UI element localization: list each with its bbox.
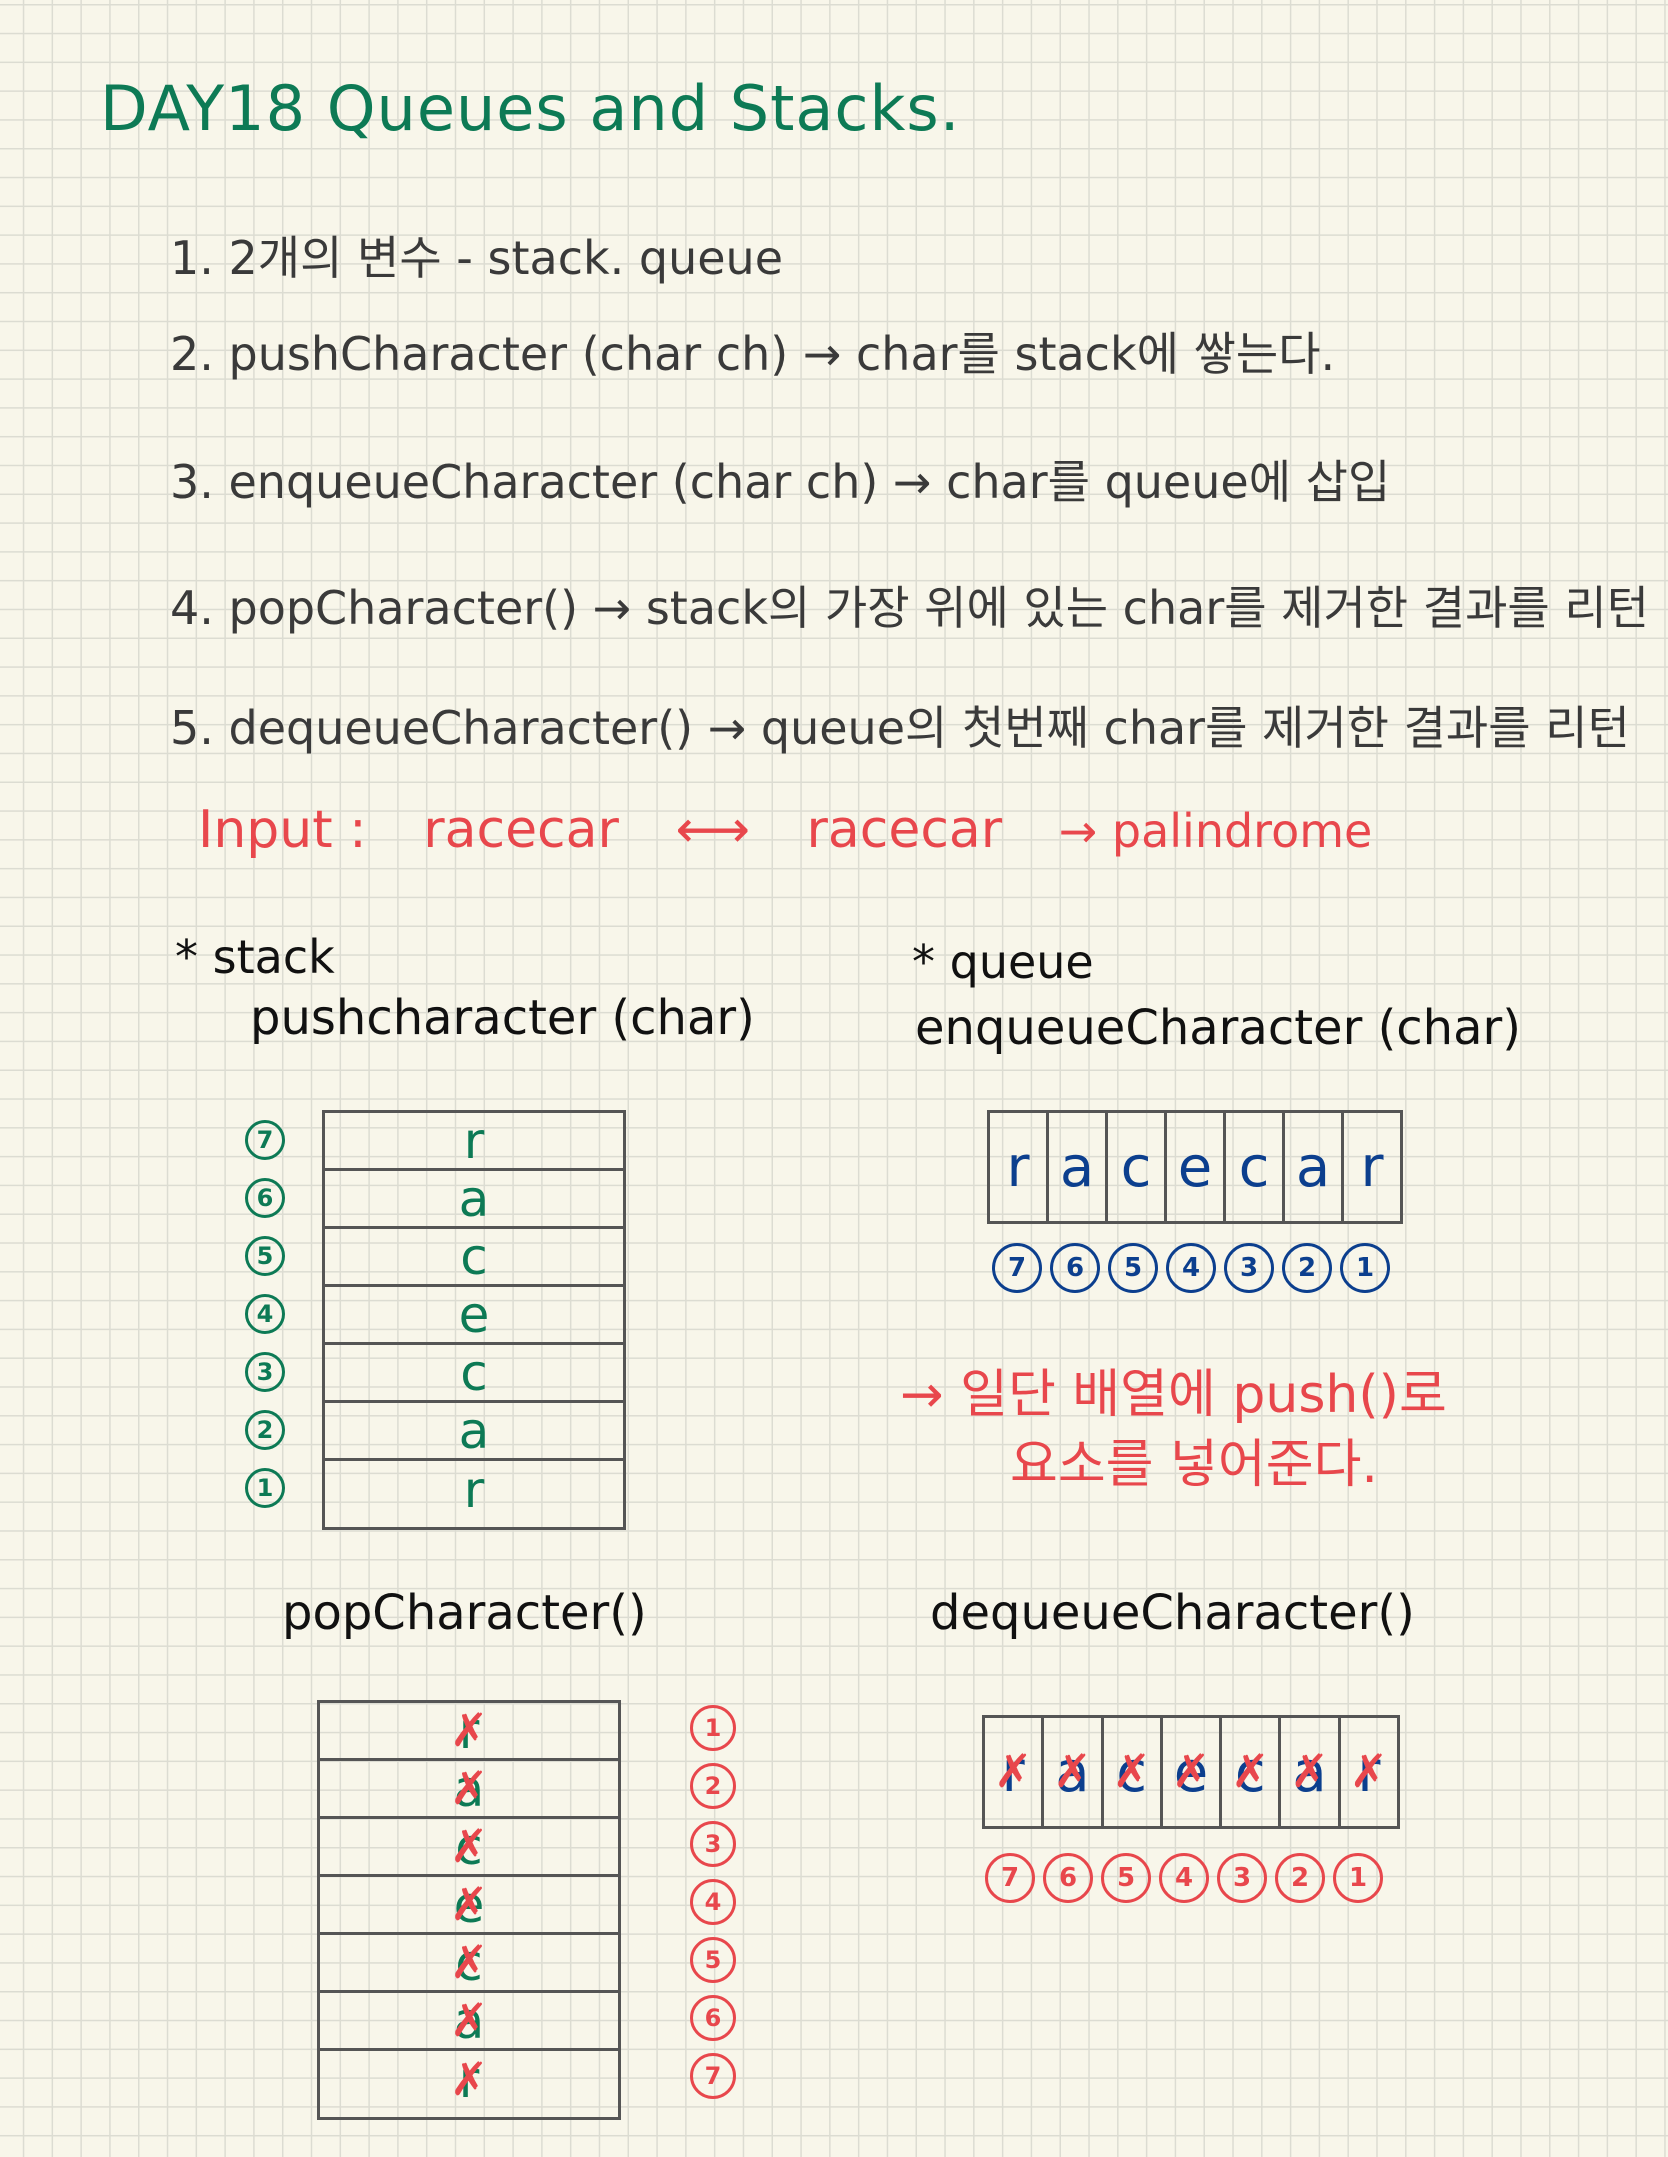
order-badge: 4: [1159, 1853, 1209, 1903]
note-line: → 일단 배열에 push()로: [900, 1365, 1447, 1425]
queue-cell-removed: a✗: [1281, 1718, 1341, 1826]
pop-stack-table: r✗ a✗ c✗ e✗ c✗ a✗ r✗: [317, 1700, 621, 2120]
order-badge: 3: [245, 1352, 285, 1392]
push-character-label: pushcharacter (char): [250, 990, 755, 1046]
order-badge: 1: [245, 1468, 285, 1508]
queue-cell: a: [1049, 1113, 1108, 1221]
queue-cell: c: [1108, 1113, 1167, 1221]
queue-heading: * queue: [912, 935, 1094, 989]
dequeue-order-numbers: 7 6 5 4 3 2 1: [985, 1853, 1391, 1903]
order-badge: 4: [245, 1294, 285, 1334]
enqueue-order-numbers: 7 6 5 4 3 2 1: [992, 1243, 1398, 1293]
stack-cell: a: [325, 1402, 623, 1461]
step-2: 2. pushCharacter (char ch) → char를 stack…: [170, 327, 1336, 381]
stack-cell-removed: a✗: [320, 1760, 618, 1819]
queue-cell: r: [1360, 1134, 1384, 1200]
stack-cell-removed: r✗: [320, 1702, 618, 1761]
stack-cell: r: [463, 1461, 485, 1519]
stack-cell-removed: c✗: [320, 1934, 618, 1993]
queue-cell-removed: r✗: [985, 1718, 1045, 1826]
dequeue-queue-row: r✗ a✗ c✗ e✗ c✗ a✗ r✗: [982, 1715, 1400, 1829]
order-badge: 7: [985, 1853, 1035, 1903]
stack-cell: c: [325, 1228, 623, 1287]
note-line: 요소를 넣어준다.: [1010, 1435, 1378, 1496]
stack-cell-removed: e✗: [320, 1876, 618, 1935]
push-stack-table: r a c e c a r: [322, 1110, 626, 1530]
order-badge: 5: [245, 1236, 285, 1276]
enqueue-queue-row: r a c e c a r: [987, 1110, 1403, 1224]
stack-heading: * stack: [175, 930, 335, 984]
pop-order-numbers: 1 2 3 4 5 6 7: [690, 1705, 736, 2111]
order-badge: 3: [1217, 1853, 1267, 1903]
stack-cell: e: [325, 1286, 623, 1345]
order-badge: 1: [690, 1705, 736, 1751]
order-badge: 6: [690, 1995, 736, 2041]
order-badge: 5: [690, 1937, 736, 1983]
order-badge: 6: [1050, 1243, 1100, 1293]
push-note: → 일단 배열에 push()로 요소를 넣어준다.: [900, 1360, 1447, 1500]
queue-cell-removed: e✗: [1163, 1718, 1223, 1826]
queue-cell-removed: r✗: [1349, 1739, 1389, 1805]
stack-cell: c: [325, 1344, 623, 1403]
order-badge: 4: [1166, 1243, 1216, 1293]
step-5: 5. dequeueCharacter() → queue의 첫번째 char를…: [170, 701, 1630, 755]
order-badge: 1: [1333, 1853, 1383, 1903]
push-order-numbers: 7 6 5 4 3 2 1: [245, 1120, 285, 1526]
queue-cell-removed: c✗: [1104, 1718, 1163, 1826]
stack-cell: a: [325, 1170, 623, 1229]
dequeue-character-label: dequeueCharacter(): [930, 1585, 1415, 1641]
bidirectional-arrow-icon: ⟷: [675, 800, 750, 860]
order-badge: 3: [1224, 1243, 1274, 1293]
order-badge: 2: [1275, 1853, 1325, 1903]
queue-cell-removed: c✗: [1222, 1718, 1282, 1826]
order-badge: 5: [1108, 1243, 1158, 1293]
input-example: Input : racecar ⟷ racecar → palindrome: [198, 800, 1412, 860]
step-4: 4. popCharacter() → stack의 가장 위에 있는 char…: [170, 581, 1649, 635]
queue-cell: r: [990, 1113, 1049, 1221]
palindrome-result: → palindrome: [1058, 804, 1373, 858]
order-badge: 6: [1043, 1853, 1093, 1903]
queue-cell: e: [1167, 1113, 1226, 1221]
stack-cell-removed: c✗: [320, 1818, 618, 1877]
input-word: racecar: [423, 800, 619, 860]
order-badge: 1: [1340, 1243, 1390, 1293]
order-badge: 5: [1101, 1853, 1151, 1903]
step-3: 3. enqueueCharacter (char ch) → char를 qu…: [170, 455, 1391, 509]
step-1: 1. 2개의 변수 - stack. queue: [170, 231, 783, 285]
stack-cell: r: [325, 1112, 623, 1171]
order-badge: 4: [690, 1879, 736, 1925]
order-badge: 2: [1282, 1243, 1332, 1293]
order-badge: 7: [690, 2053, 736, 2099]
order-badge: 6: [245, 1178, 285, 1218]
order-badge: 3: [690, 1821, 736, 1867]
queue-cell: c: [1226, 1113, 1285, 1221]
queue-cell: a: [1285, 1113, 1344, 1221]
order-badge: 7: [245, 1120, 285, 1160]
stack-cell-removed: a✗: [320, 1992, 618, 2051]
page-title: DAY18 Queues and Stacks.: [100, 72, 961, 145]
order-badge: 2: [245, 1410, 285, 1450]
enqueue-character-label: enqueueCharacter (char): [915, 1000, 1521, 1056]
stack-cell-removed: r✗: [449, 2051, 489, 2109]
pop-character-label: popCharacter(): [282, 1585, 647, 1641]
input-reversed: racecar: [806, 800, 1003, 860]
order-badge: 7: [992, 1243, 1042, 1293]
queue-cell-removed: a✗: [1044, 1718, 1104, 1826]
input-label: Input :: [198, 800, 367, 860]
order-badge: 2: [690, 1763, 736, 1809]
